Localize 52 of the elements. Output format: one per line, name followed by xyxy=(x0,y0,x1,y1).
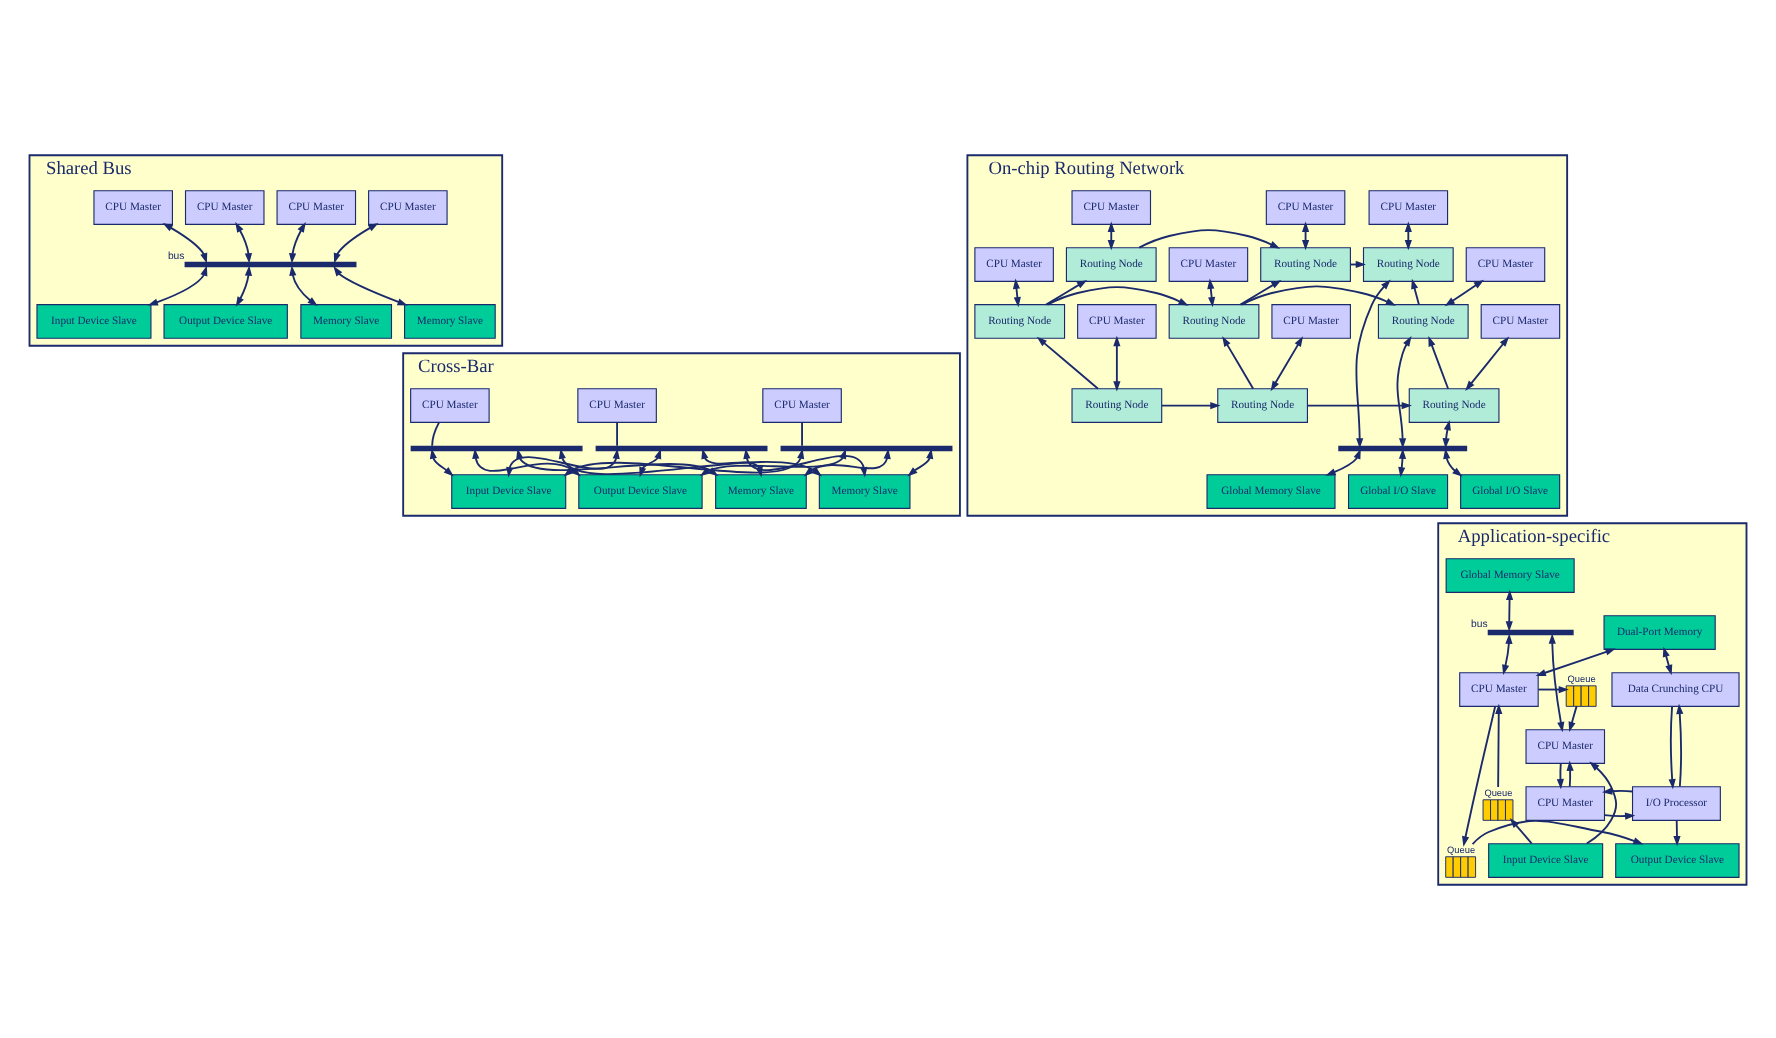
arrow xyxy=(289,221,306,263)
arrow xyxy=(1160,400,1221,409)
arrow xyxy=(1505,588,1514,631)
arrow xyxy=(1676,702,1684,787)
arrow xyxy=(1306,400,1412,409)
arrow xyxy=(1585,760,1618,844)
arrow xyxy=(1502,632,1513,675)
connector xyxy=(801,420,803,446)
arrow xyxy=(1036,335,1099,389)
arrow xyxy=(907,447,934,476)
arrow xyxy=(235,221,253,263)
arrow xyxy=(1428,335,1450,389)
arrow xyxy=(1556,761,1564,789)
node-bar xyxy=(595,444,768,451)
arrow xyxy=(1673,818,1681,846)
arrow xyxy=(1668,704,1676,789)
arrow xyxy=(333,264,408,305)
arrow xyxy=(1045,278,1088,305)
arrow xyxy=(147,264,208,305)
arrow xyxy=(1465,335,1510,390)
arrow xyxy=(1270,335,1304,391)
arrow xyxy=(1411,277,1420,305)
node-bar xyxy=(1338,444,1468,451)
arrow xyxy=(1444,278,1485,306)
arrow xyxy=(1138,228,1281,248)
connector xyxy=(616,420,619,446)
arrow xyxy=(1603,811,1636,819)
arrow xyxy=(1046,285,1189,305)
arrow xyxy=(1601,786,1634,794)
arrow xyxy=(289,264,318,306)
arrow xyxy=(1548,632,1565,732)
node-bar xyxy=(1487,628,1574,635)
arrow xyxy=(1537,684,1569,693)
connector xyxy=(431,420,440,446)
arrow xyxy=(1239,278,1282,305)
arrow xyxy=(1325,447,1361,475)
arrow xyxy=(1241,284,1397,305)
node-bar xyxy=(184,260,357,267)
arrow xyxy=(235,264,253,306)
arrow xyxy=(1355,278,1391,448)
arrow xyxy=(1535,647,1616,676)
arrow xyxy=(162,222,208,263)
arrow xyxy=(1396,335,1412,448)
arrow xyxy=(333,222,379,263)
arrow xyxy=(639,447,662,477)
arrow xyxy=(429,447,454,476)
arrow xyxy=(1566,759,1574,787)
arrow xyxy=(1222,335,1255,389)
arrow xyxy=(1495,702,1503,787)
node-bar xyxy=(410,444,583,451)
arrow xyxy=(1113,334,1121,391)
node-bar xyxy=(780,444,953,451)
